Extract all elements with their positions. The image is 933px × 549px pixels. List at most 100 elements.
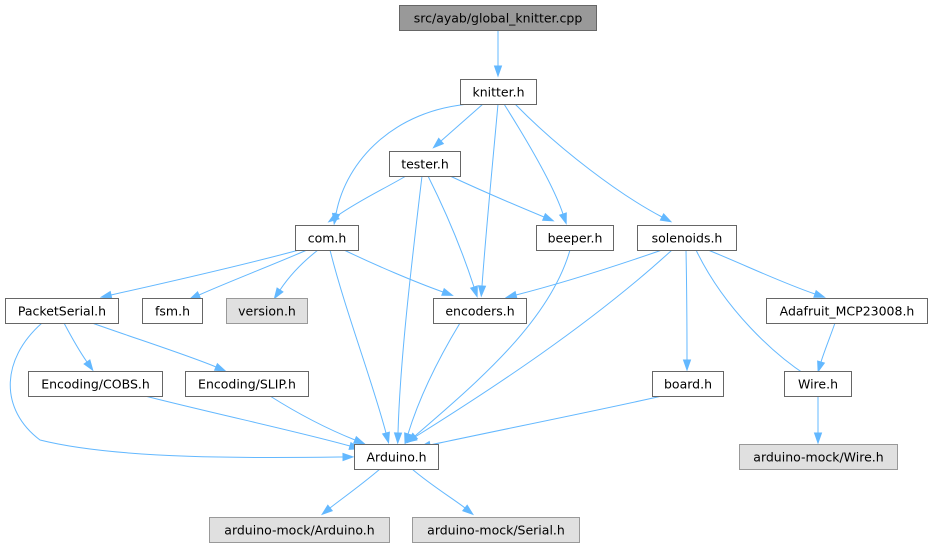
node-box xyxy=(389,151,461,177)
node-arduino[interactable]: Arduino.h xyxy=(354,444,439,470)
node-slip[interactable]: Encoding/SLIP.h xyxy=(185,371,309,397)
node-label: Arduino.h xyxy=(366,450,426,465)
edge-arrowhead xyxy=(188,290,202,300)
node-solenoids[interactable]: solenoids.h xyxy=(637,225,737,251)
edge-arrowhead xyxy=(405,433,418,444)
edge-com-to-packetserial xyxy=(99,249,300,299)
edge-line xyxy=(336,175,407,217)
edge-global_knitter-to-knitter xyxy=(493,30,503,78)
node-packetserial[interactable]: PacketSerial.h xyxy=(5,298,119,324)
node-beeper[interactable]: beeper.h xyxy=(536,225,614,251)
edge-arduino-to-mock_serial xyxy=(411,468,474,516)
node-mock_serial[interactable]: arduino-mock/Serial.h xyxy=(412,517,580,543)
edge-arrowhead xyxy=(469,285,478,298)
node-mock_wire[interactable]: arduino-mock/Wire.h xyxy=(739,444,898,470)
node-box xyxy=(739,444,898,470)
edge-arrowhead xyxy=(441,287,454,296)
edge-packetserial-to-cobs xyxy=(63,322,94,372)
edge-line xyxy=(144,395,351,447)
node-box xyxy=(433,298,527,324)
node-box xyxy=(209,517,390,543)
edge-line xyxy=(515,249,663,296)
edge-arrowhead xyxy=(381,431,390,445)
node-label: Wire.h xyxy=(798,377,838,392)
node-box xyxy=(354,444,439,470)
node-box xyxy=(185,371,309,397)
edge-packetserial-to-arduino xyxy=(9,322,355,462)
node-layer: src/ayab/global_knitter.cpp knitter.h test… xyxy=(5,5,928,543)
edge-arrowhead xyxy=(342,452,355,462)
node-label: arduino-mock/Serial.h xyxy=(427,523,565,538)
node-mcp23008[interactable]: Adafruit_MCP23008.h xyxy=(766,298,928,324)
edge-line xyxy=(820,322,836,363)
edge-line xyxy=(685,249,688,361)
edge-knitter-to-tester xyxy=(432,103,484,149)
node-label: fsm.h xyxy=(155,304,190,319)
edge-line xyxy=(335,103,471,215)
node-fsm[interactable]: fsm.h xyxy=(142,298,203,324)
node-label: PacketSerial.h xyxy=(18,304,106,319)
edge-line xyxy=(414,249,571,437)
edge-tester-to-encoders xyxy=(427,175,478,298)
edge-line xyxy=(63,322,88,363)
node-box xyxy=(226,298,308,324)
edge-line xyxy=(414,249,673,438)
edge-arrowhead xyxy=(541,212,555,222)
node-label: Encoding/COBS.h xyxy=(41,377,150,392)
edge-solenoids-to-mcp23008 xyxy=(707,249,826,298)
edge-layer xyxy=(9,30,836,516)
edge-arrowhead xyxy=(813,432,823,445)
node-box xyxy=(28,371,163,397)
node-box xyxy=(295,225,359,251)
node-global_knitter[interactable]: src/ayab/global_knitter.cpp xyxy=(399,5,597,31)
edge-line xyxy=(329,249,387,434)
node-label: encoders.h xyxy=(445,304,514,319)
edge-arduino-to-mock_arduino xyxy=(321,468,381,516)
edge-arrowhead xyxy=(352,435,366,445)
edge-mcp23008-to-wire xyxy=(817,322,836,374)
edge-com-to-arduino xyxy=(329,249,390,445)
edge-line xyxy=(407,322,461,435)
edge-line xyxy=(198,249,308,296)
node-label: arduino-mock/Wire.h xyxy=(753,450,883,465)
node-label: Adafruit_MCP23008.h xyxy=(780,304,915,319)
edge-arrowhead xyxy=(477,285,487,298)
edge-line xyxy=(427,175,475,288)
node-label: tester.h xyxy=(401,157,449,172)
edge-line xyxy=(503,103,564,215)
edge-arrowhead xyxy=(213,362,227,372)
node-box xyxy=(784,371,852,397)
edge-line xyxy=(110,249,300,296)
node-box xyxy=(399,5,597,31)
edge-line xyxy=(440,103,484,142)
node-cobs[interactable]: Encoding/COBS.h xyxy=(28,371,163,397)
edge-wire-to-mock_wire xyxy=(813,396,823,445)
node-label: board.h xyxy=(664,377,712,392)
edge-board-to-arduino xyxy=(418,395,663,450)
edge-line xyxy=(343,249,444,293)
node-tester[interactable]: tester.h xyxy=(389,151,461,177)
edge-line xyxy=(514,103,663,218)
edge-packetserial-to-slip xyxy=(91,322,227,372)
edge-arrowhead xyxy=(393,432,403,445)
node-mock_arduino[interactable]: arduino-mock/Arduino.h xyxy=(209,517,390,543)
edge-knitter-to-encoders xyxy=(477,103,499,298)
node-label: arduino-mock/Arduino.h xyxy=(224,523,374,538)
node-com[interactable]: com.h xyxy=(295,225,359,251)
node-knitter[interactable]: knitter.h xyxy=(460,79,537,105)
edge-tester-to-beeper xyxy=(449,175,555,222)
node-board[interactable]: board.h xyxy=(652,371,724,397)
edge-arrowhead xyxy=(273,287,284,300)
node-encoders[interactable]: encoders.h xyxy=(433,298,527,324)
node-box xyxy=(637,225,737,251)
edge-knitter-to-solenoids xyxy=(514,103,673,223)
edge-beeper-to-arduino xyxy=(406,249,571,444)
edge-line xyxy=(279,249,319,291)
node-wire[interactable]: Wire.h xyxy=(784,371,852,397)
edge-line xyxy=(329,468,381,509)
node-version[interactable]: version.h xyxy=(226,298,308,324)
edge-line xyxy=(411,468,466,509)
edge-line xyxy=(481,103,499,287)
edge-arrowhead xyxy=(99,290,113,299)
